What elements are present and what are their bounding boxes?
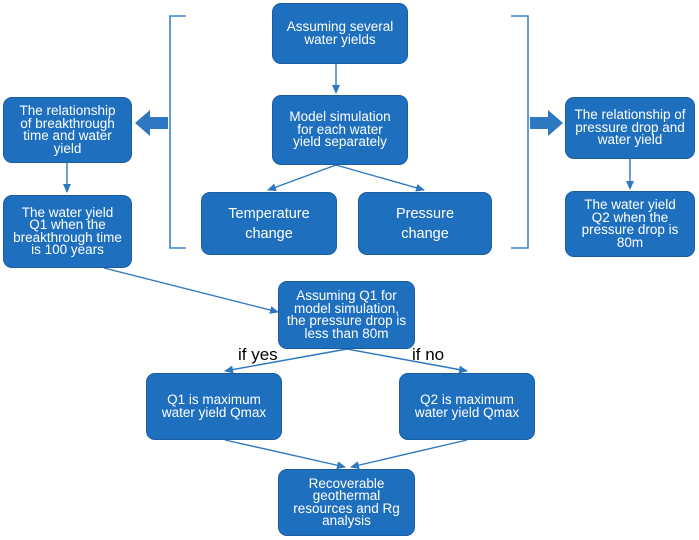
node-temperature-change-text: Temperature change xyxy=(228,205,310,242)
node-assume-q1-text: Assuming Q1 for model simulation, the pr… xyxy=(286,288,407,341)
node-relationship-pressure-text: The relationship of pressure drop and wa… xyxy=(574,107,686,148)
arrow-assumeq1-to-q1max xyxy=(224,348,348,374)
arrow-q2max-to-recoverable xyxy=(350,439,468,470)
node-assume-yields-text: Assuming several water yields xyxy=(286,19,394,47)
node-recoverable-resources-text: Recoverable geothermal resources and Rg … xyxy=(293,475,400,528)
arrow-assumeq1-to-q2max xyxy=(346,348,468,374)
node-q2-maximum-text: Q2 is maximum water yield Qmax xyxy=(414,392,520,420)
block-arrow-right xyxy=(530,110,563,136)
node-temperature-change: Temperature change xyxy=(201,192,337,255)
arrow-q1-to-assumeq1 xyxy=(103,267,279,314)
node-q1-maximum: Q1 is maximum water yield Qmax xyxy=(146,373,282,440)
arrow-model-to-pressure xyxy=(335,164,425,192)
left-bracket xyxy=(169,15,186,249)
node-q2-maximum: Q2 is maximum water yield Qmax xyxy=(399,373,535,440)
node-relationship-breakthrough-text: The relationship of breakthrough time an… xyxy=(19,103,116,156)
node-assume-q1: Assuming Q1 for model simulation, the pr… xyxy=(278,281,415,349)
label-if-yes: if yes xyxy=(238,345,278,364)
node-water-yield-q1-text: The water yield Q1 when the breakthrough… xyxy=(13,204,122,257)
node-recoverable-resources: Recoverable geothermal resources and Rg … xyxy=(278,469,415,536)
node-q1-maximum-text: Q1 is maximum water yield Qmax xyxy=(161,392,267,420)
node-water-yield-q2: The water yield Q2 when the pressure dro… xyxy=(565,191,695,257)
node-water-yield-q2-text: The water yield Q2 when the pressure dro… xyxy=(581,197,679,250)
node-pressure-change-text: Pressure change xyxy=(395,205,455,242)
node-assume-yields: Assuming several water yields xyxy=(272,3,408,64)
node-relationship-pressure: The relationship of pressure drop and wa… xyxy=(565,97,695,159)
label-if-no: if no xyxy=(412,345,445,364)
node-water-yield-q1: The water yield Q1 when the breakthrough… xyxy=(3,195,132,268)
arrow-q1max-to-recoverable xyxy=(224,439,346,470)
node-model-simulation: Model simulation for each water yield se… xyxy=(272,95,408,165)
node-pressure-change: Pressure change xyxy=(358,192,492,255)
node-relationship-breakthrough: The relationship of breakthrough time an… xyxy=(3,97,132,163)
arrow-model-to-temperature xyxy=(267,164,337,191)
node-model-simulation-text: Model simulation for each water yield se… xyxy=(289,109,391,150)
right-bracket xyxy=(511,15,529,249)
block-arrow-left xyxy=(135,110,168,136)
